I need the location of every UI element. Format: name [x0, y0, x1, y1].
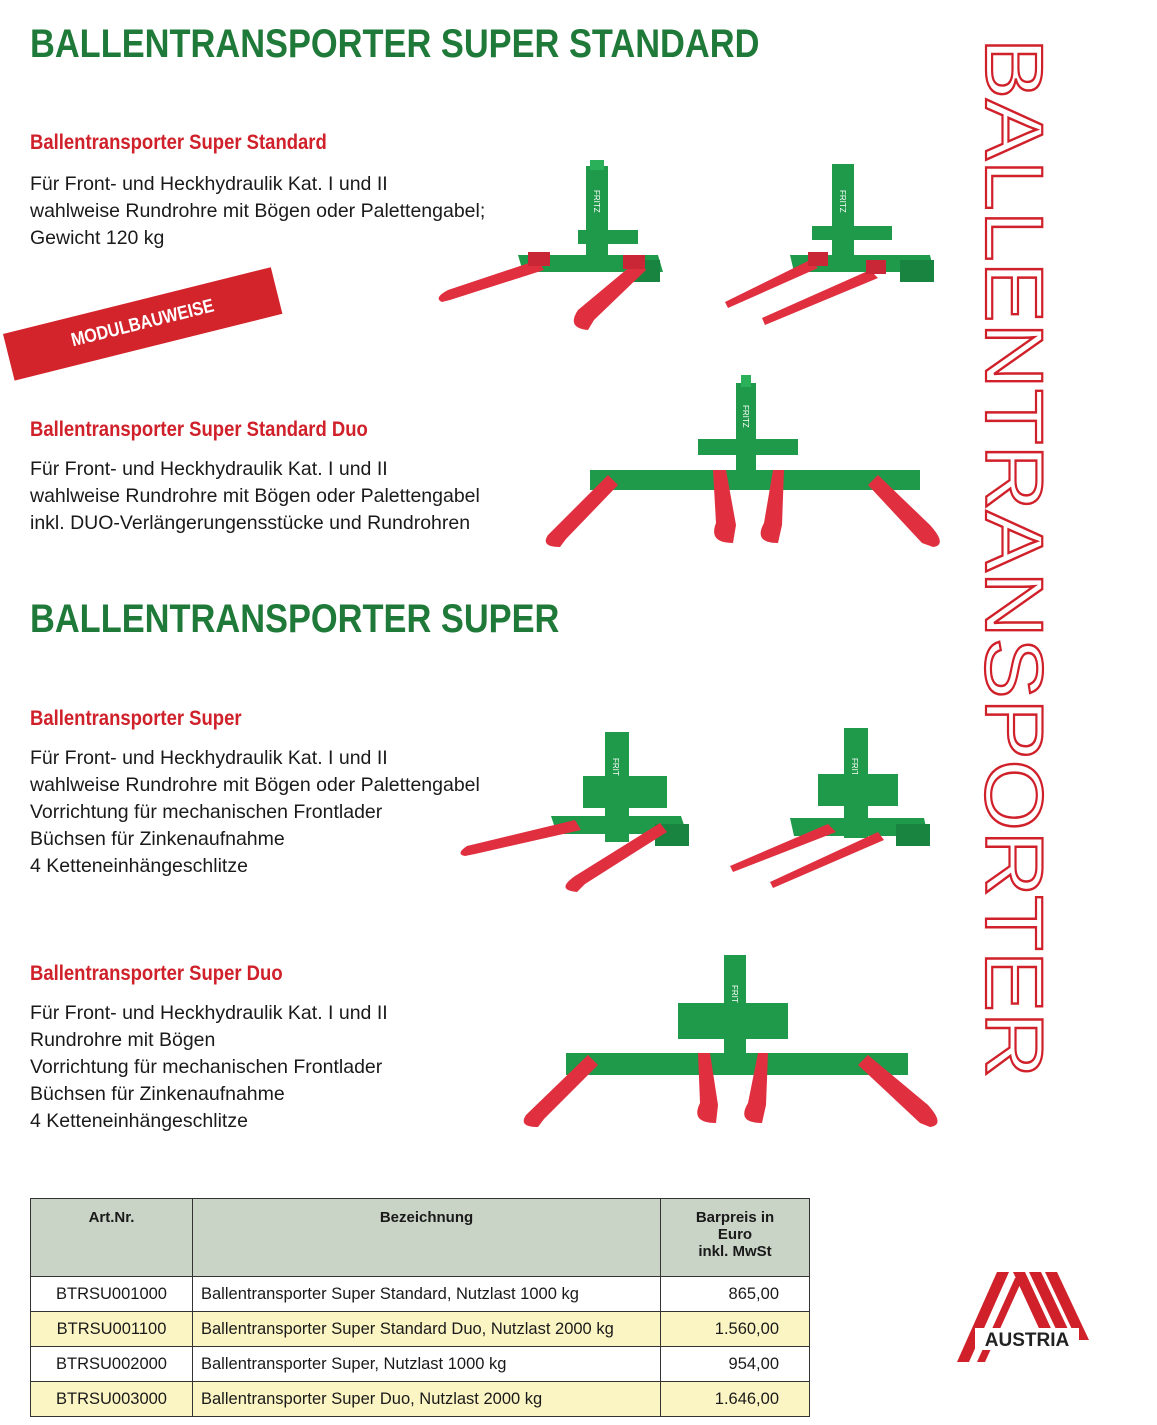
banner-label: MODULBAUWEISE: [69, 295, 217, 352]
desc-line: Büchsen für Zinkenaufnahme: [30, 1083, 285, 1105]
product-image-super-pallet: FRITZ: [730, 728, 930, 888]
modular-banner: MODULBAUWEISE: [3, 267, 283, 381]
header-line: Barpreis in: [695, 1209, 775, 1226]
product-title-super-standard: Ballentransporter Super Standard: [30, 131, 327, 154]
desc-line: Für Front- und Heckhydraulik Kat. I und …: [30, 458, 388, 480]
austria-logo: AUSTRIA: [957, 1272, 1089, 1362]
product-desc-super: Für Front- und Heckhydraulik Kat. I und …: [30, 745, 480, 880]
cell-art: BTRSU002000: [30, 1346, 193, 1382]
cell-name: Ballentransporter Super Standard Duo, Nu…: [192, 1311, 661, 1347]
product-image-super-standard-round: FRITZ: [438, 160, 663, 330]
desc-line: Für Front- und Heckhydraulik Kat. I und …: [30, 1002, 388, 1024]
brand-label: FRITZ: [838, 190, 847, 213]
cell-price: 954,00: [660, 1346, 810, 1382]
desc-line: 4 Ketteneinhängeschlitze: [30, 1110, 248, 1132]
desc-line: wahlweise Rundrohre mit Bögen oder Palet…: [30, 200, 486, 222]
section-heading-super: BALLENTRANSPORTER SUPER: [30, 597, 560, 641]
desc-line: wahlweise Rundrohre mit Bögen oder Palet…: [30, 774, 480, 796]
vertical-title-text: BALLENTRANSPORTER: [968, 38, 1053, 1078]
product-image-super-standard-duo: FRITZ: [545, 375, 940, 547]
cell-name: Ballentransporter Super Duo, Nutzlast 20…: [192, 1381, 661, 1417]
desc-line: 4 Ketteneinhängeschlitze: [30, 855, 248, 877]
desc-line: Rundrohre mit Bögen: [30, 1029, 216, 1051]
col-header-art: Art.Nr.: [30, 1198, 193, 1277]
logo-text: AUSTRIA: [985, 1330, 1070, 1351]
desc-line: wahlweise Rundrohre mit Bögen oder Palet…: [30, 485, 480, 507]
product-image-super-round: FRITZ: [460, 732, 689, 892]
table-row: BTRSU003000 Ballentransporter Super Duo,…: [30, 1381, 810, 1417]
col-header-price: Barpreis in Euro inkl. MwSt: [660, 1198, 810, 1277]
cell-art: BTRSU001100: [30, 1311, 193, 1347]
product-image-super-duo: FRITZ: [523, 955, 938, 1127]
vertical-title: BALLENTRANSPORTER: [968, 38, 1053, 1078]
product-image-super-standard-pallet: FRITZ: [725, 164, 934, 325]
desc-line: Büchsen für Zinkenaufnahme: [30, 828, 285, 850]
col-header-name: Bezeichnung: [192, 1198, 661, 1277]
price-table: Art.Nr. Bezeichnung Barpreis in Euro ink…: [30, 1198, 810, 1417]
header-line: Euro: [717, 1226, 753, 1243]
cell-price: 865,00: [660, 1276, 810, 1312]
product-title-super-duo: Ballentransporter Super Duo: [30, 962, 283, 985]
product-title-super: Ballentransporter Super: [30, 707, 242, 730]
cell-price: 1.560,00: [660, 1311, 810, 1347]
product-title-super-standard-duo: Ballentransporter Super Standard Duo: [30, 418, 368, 441]
brand-label: FRITZ: [850, 758, 859, 781]
cell-name: Ballentransporter Super Standard, Nutzla…: [192, 1276, 661, 1312]
cell-name: Ballentransporter Super, Nutzlast 1000 k…: [192, 1346, 661, 1382]
header-line: inkl. MwSt: [698, 1243, 772, 1260]
desc-line: Für Front- und Heckhydraulik Kat. I und …: [30, 173, 388, 195]
table-row: BTRSU001000 Ballentransporter Super Stan…: [30, 1276, 810, 1312]
desc-line: inkl. DUO-Verlängerungensstücke und Rund…: [30, 512, 471, 534]
cell-price: 1.646,00: [660, 1381, 810, 1417]
section-heading-super-standard: BALLENTRANSPORTER SUPER STANDARD: [30, 22, 760, 66]
desc-line: Gewicht 120 kg: [30, 227, 165, 249]
product-desc-super-standard-duo: Für Front- und Heckhydraulik Kat. I und …: [30, 456, 480, 537]
cell-art: BTRSU001000: [30, 1276, 193, 1312]
brand-label: FRITZ: [592, 190, 601, 213]
desc-line: Vorrichtung für mechanischen Frontlader: [30, 801, 383, 823]
desc-line: Für Front- und Heckhydraulik Kat. I und …: [30, 747, 388, 769]
table-row: BTRSU001100 Ballentransporter Super Stan…: [30, 1311, 810, 1347]
product-desc-super-duo: Für Front- und Heckhydraulik Kat. I und …: [30, 1000, 388, 1135]
cell-art: BTRSU003000: [30, 1381, 193, 1417]
brand-label: FRITZ: [741, 405, 750, 428]
product-desc-super-standard: Für Front- und Heckhydraulik Kat. I und …: [30, 171, 485, 252]
brand-label: FRITZ: [611, 758, 620, 781]
table-header-row: Art.Nr. Bezeichnung Barpreis in Euro ink…: [30, 1198, 810, 1277]
brand-label: FRITZ: [730, 985, 739, 1008]
table-row: BTRSU002000 Ballentransporter Super, Nut…: [30, 1346, 810, 1382]
desc-line: Vorrichtung für mechanischen Frontlader: [30, 1056, 383, 1078]
